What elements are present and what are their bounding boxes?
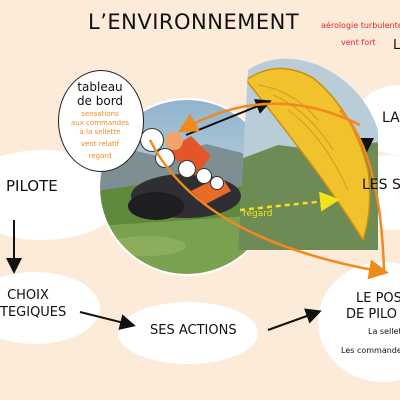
label-les-s: LES S xyxy=(362,177,400,193)
arrow-actions-to-position xyxy=(267,308,322,331)
note-aerology: aérologie turbulente xyxy=(321,21,400,30)
label-la: LA xyxy=(382,110,400,126)
dashed-regard-arrow xyxy=(239,191,340,212)
orange-arrow-to-position xyxy=(148,139,389,280)
page-title: L’ENVIRONNEMENT xyxy=(88,10,300,34)
label-sellette: La sellet xyxy=(368,327,400,336)
thought-dot-5 xyxy=(210,176,224,190)
tableau-line-1: sensations xyxy=(81,110,119,118)
actions-bubble xyxy=(118,302,258,364)
label-actions: SES ACTIONS xyxy=(150,323,237,338)
orange-arrow-wing-right xyxy=(339,109,386,271)
label-pilote: PILOTE xyxy=(6,177,58,195)
label-le-pos: LE POS xyxy=(356,291,400,306)
label-choix-2: TEGIQUES xyxy=(0,305,67,320)
tableau-line-3: à la sellette xyxy=(79,128,121,136)
orange-arrow-wing-to-photo xyxy=(177,102,361,133)
wing-photo xyxy=(238,58,378,250)
label-regard: regard xyxy=(243,209,273,219)
thought-dot-3 xyxy=(178,160,196,178)
choix-bubble xyxy=(0,272,100,344)
tableau-bubble xyxy=(58,70,144,172)
label-choix-1: CHOIX xyxy=(7,288,49,303)
arrow-choix-to-actions xyxy=(79,311,136,330)
label-de-pilo: DE PILO xyxy=(346,307,398,322)
arrow-bidirectional-wing xyxy=(185,99,272,136)
label-commandes: Les commande xyxy=(341,346,400,355)
thought-dot-4 xyxy=(196,168,212,184)
tableau-title-1: tableau xyxy=(77,80,123,94)
tableau-title-2: de bord xyxy=(76,94,124,108)
thought-dot-2 xyxy=(155,148,175,168)
right-clip-letter: L xyxy=(393,38,400,53)
note-wind: vent fort xyxy=(341,38,376,47)
tableau-line-2: aux commandes xyxy=(71,119,129,127)
tableau-line-4: vent relatif xyxy=(80,140,120,148)
tableau-line-5: regard xyxy=(88,152,112,160)
